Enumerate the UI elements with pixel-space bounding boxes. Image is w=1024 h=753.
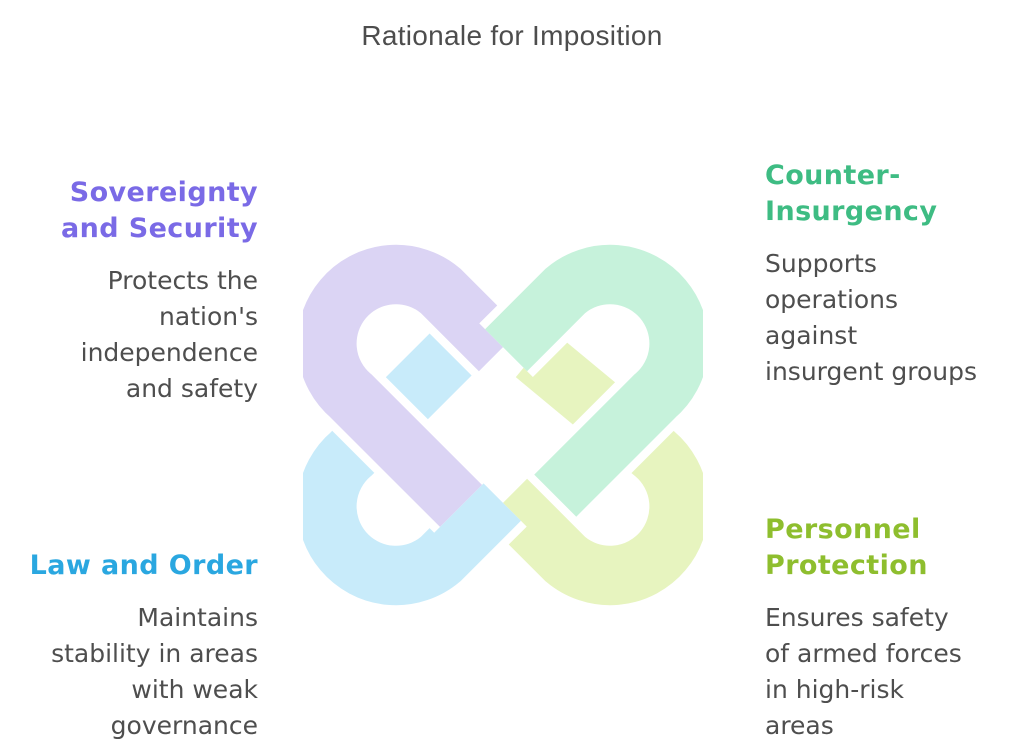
desc-line: operations [765, 285, 899, 314]
knot-graphic [303, 236, 703, 614]
desc-line: of armed forces [765, 639, 962, 668]
quadrant-heading: Counter- Insurgency [765, 158, 977, 230]
heading-line: Protection [765, 550, 928, 581]
desc-line: Protects the [107, 266, 258, 295]
quadrant-sovereignty-security: Sovereignty and Security Protects the na… [61, 175, 258, 407]
desc-line: stability in areas [51, 639, 258, 668]
desc-line: Maintains [137, 603, 258, 632]
desc-line: with weak [131, 675, 258, 704]
desc-line: in high-risk [765, 675, 904, 704]
heading-line: Insurgency [765, 196, 938, 227]
quadrant-description: Protects the nation's independence and s… [61, 263, 258, 407]
heading-line: Law and Order [29, 550, 258, 581]
desc-line: Ensures safety [765, 603, 949, 632]
knot-strand-lavender [303, 236, 527, 533]
quadrant-counter-insurgency: Counter- Insurgency Supports operations … [765, 158, 977, 390]
desc-line: governance [110, 711, 258, 740]
heading-line: and Security [60, 213, 258, 244]
desc-line: against [765, 321, 858, 350]
desc-line: independence [80, 338, 258, 367]
desc-line: Supports [765, 249, 877, 278]
quadrant-heading: Law and Order [30, 548, 258, 584]
desc-line: insurgent groups [765, 357, 977, 386]
heading-line: Counter- [765, 160, 901, 191]
knot-strand-mint [479, 236, 703, 523]
desc-line: areas [765, 711, 834, 740]
heading-line: Personnel [765, 514, 921, 545]
quadrant-heading: Personnel Protection [765, 512, 962, 584]
quadrant-law-and-order: Law and Order Maintains stability in are… [30, 548, 258, 744]
desc-line: and safety [125, 374, 258, 403]
quadrant-description: Ensures safety of armed forces in high-r… [765, 600, 962, 744]
desc-line: nation's [159, 302, 258, 331]
quadrant-description: Supports operations against insurgent gr… [765, 246, 977, 390]
knot-strand-blue [303, 323, 527, 614]
heading-line: Sovereignty [69, 177, 258, 208]
quadrant-heading: Sovereignty and Security [61, 175, 258, 247]
page-title: Rationale for Imposition [361, 20, 663, 51]
quadrant-personnel-protection: Personnel Protection Ensures safety of a… [765, 512, 962, 744]
knot-strand-lime [479, 325, 703, 614]
quadrant-description: Maintains stability in areas with weak g… [30, 600, 258, 744]
